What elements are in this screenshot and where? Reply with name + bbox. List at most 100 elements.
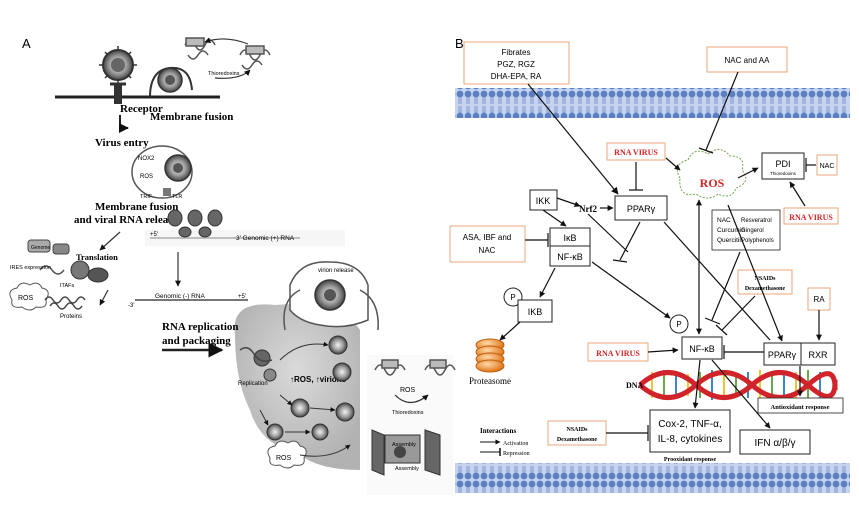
asa-line-1: ASA, IBF and	[463, 233, 511, 242]
nsaids-mid-line-1: NSAIDs	[754, 276, 776, 282]
fusion-release-label-2: and viral RNA release	[74, 214, 177, 226]
replication-complex-icon	[239, 347, 277, 382]
genome-minus-5-label: +5'	[238, 294, 246, 300]
asa-box	[449, 225, 526, 263]
panel-a: A Receptor Membrane fusion	[9, 36, 456, 495]
pathway-connections	[499, 71, 822, 441]
virus-entry-arrow	[119, 115, 129, 133]
nac-aa-box	[706, 46, 788, 73]
thioredoxin-top-right-icon	[239, 45, 271, 70]
pdi-box	[761, 152, 805, 180]
tlr-receptor-icon	[163, 188, 171, 196]
rna-replication-label-2: and packaging	[162, 335, 231, 347]
dna-helix-icon	[638, 370, 838, 400]
nfkb-center-box	[681, 336, 723, 360]
nac-aa-label: NAC and AA	[725, 56, 771, 65]
endosome-icon	[131, 145, 193, 199]
antioxidant-col2-3: Polyphenols	[741, 238, 774, 244]
virus-entry-label: Virus entry	[95, 137, 149, 149]
asa-line-2: NAC	[479, 246, 496, 255]
virion-release-label: virion release	[318, 268, 354, 274]
antioxidant-col1-3: Quercitin	[717, 237, 743, 244]
ros-label: ROS	[700, 176, 725, 190]
nfkb-left-label: NF-κB	[557, 252, 583, 262]
ppar-top-box	[614, 195, 668, 221]
genome-plus-5-label: +5'	[150, 232, 158, 238]
thioredoxin-bottom-icon	[374, 359, 456, 376]
nsaids-bottom-box	[547, 420, 607, 446]
nac-right-box	[816, 154, 838, 176]
thioredoxin-top-left-icon	[184, 37, 216, 60]
thioredoxin-bottom-arrow	[394, 394, 429, 404]
ros-cloud-left-icon	[9, 282, 49, 311]
ros-assembly-arrow	[299, 444, 351, 457]
fibrates-line-2: PGZ, RGZ	[497, 60, 535, 69]
ros-virions-label: ↑ROS, ↑virions	[290, 375, 347, 384]
proteasome-icon	[475, 338, 505, 373]
proteins-label: Proteins	[60, 314, 82, 320]
fusion-release-label-1: Membrane fusion	[95, 201, 178, 213]
rna-virus-label-mid: RNA VIRUS	[596, 349, 640, 358]
replication-label: Replication	[238, 381, 268, 387]
ikb-p-box	[517, 299, 553, 323]
bottom-membrane	[455, 463, 850, 493]
antioxidant-col1-1: NAC	[717, 217, 731, 224]
antioxidant-col1-2: Curcumin	[717, 227, 745, 234]
nsaids-mid-box	[737, 269, 793, 295]
ires-label: IRES expression	[10, 265, 51, 271]
membrane-fusion-label: Membrane fusion	[150, 111, 233, 123]
nox2-label: NOX2	[138, 156, 155, 162]
rna-background-band	[145, 230, 345, 246]
receptor-label: Receptor	[120, 103, 163, 115]
rna-virus-label-right: RNA VIRUS	[789, 213, 833, 222]
thioredoxin-cycle-arrow-2	[204, 37, 249, 45]
genome-minus-3-label: -3'	[128, 303, 134, 309]
p-left-label: P	[510, 293, 515, 302]
antioxidant-col2-2: Gingerol	[741, 228, 764, 234]
ros-cloud-bottom-icon	[267, 440, 307, 469]
rxr-label: RXR	[808, 350, 828, 360]
p-center-circle	[669, 314, 689, 334]
virion-release-icon	[283, 261, 379, 331]
nfkb-left-box	[549, 245, 591, 267]
prooxidant-response-label: Prooxidant response	[664, 457, 717, 463]
rna-virus-label-top: RNA VIRUS	[614, 148, 658, 157]
virus-particle-icon	[99, 46, 137, 84]
ribosome-group-icon	[167, 209, 223, 238]
proteins-arrow	[99, 289, 109, 306]
tlr-label: TLR	[172, 194, 182, 200]
fibrates-line-3: DHA-EPA, RA	[491, 72, 542, 81]
proteasome-label: Proteasome	[469, 376, 511, 386]
virions-in-cell-icon	[266, 335, 355, 441]
p-center-label: P	[676, 320, 681, 329]
antioxidants-box	[711, 209, 781, 251]
interactions-label: Interactions	[480, 427, 516, 435]
nac-right-label: NAC	[820, 163, 835, 170]
genome-label: Genome	[31, 245, 50, 251]
dna-label: DNA	[626, 381, 644, 390]
ifn-label: IFN α/β/γ	[755, 438, 796, 449]
thioredoxins-bottom-label: Thioredoxins	[392, 410, 424, 416]
panel-b: B Fibrates PGZ, RGZ DHA-EPA, RA NAC and …	[449, 36, 850, 493]
rxr-box	[800, 342, 836, 366]
translation-label: Translation	[76, 252, 118, 262]
proteins-icon	[44, 296, 86, 310]
fibrates-box	[463, 41, 570, 85]
ppar-bottom-label: PPARγ	[768, 350, 797, 360]
top-membrane	[455, 88, 850, 118]
rna-virus-box-right	[783, 207, 839, 225]
rna-replication-label-1: RNA replication	[162, 321, 239, 333]
thioredoxin-cycle-arrow-1	[214, 69, 251, 79]
thioredoxins-top-label: Thioredoxins	[208, 71, 240, 77]
rna-virus-box-top	[606, 142, 666, 161]
ros-right-label: ROS	[400, 387, 416, 394]
ra-label: RA	[813, 295, 825, 304]
antioxidant-col2-1: Resveratrol	[741, 218, 772, 224]
antioxidant-response-label: Antioxidant response	[771, 404, 830, 411]
assembly-label-2: Assembly	[395, 466, 419, 472]
fibrates-line-1: Fibrates	[502, 48, 531, 57]
ikb-label: IκB	[563, 233, 576, 243]
nsaids-mid-line-2: Dexamethasone	[745, 286, 786, 292]
assembly-icon	[371, 429, 441, 476]
